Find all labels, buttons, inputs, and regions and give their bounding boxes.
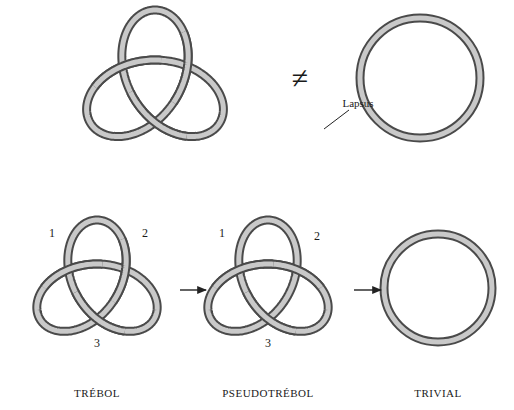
tube-edge (246, 292, 295, 331)
tube-edge (87, 10, 224, 137)
knot-name: TRIVIAL (414, 388, 462, 399)
leader-line (324, 110, 349, 129)
tube-edge (113, 239, 126, 301)
crossing-number: 2 (142, 227, 148, 239)
tube-core (360, 18, 480, 138)
crossing-number: 3 (94, 337, 100, 349)
tube-core (113, 239, 126, 301)
tube-core (208, 220, 328, 331)
tube-edge (384, 234, 492, 342)
knot-name: PSEUDOTRÉBOL (222, 388, 314, 399)
tube-core (95, 60, 161, 87)
not-equal-sign: ≠ (292, 63, 308, 93)
knot (37, 220, 157, 331)
crossing-number: 1 (219, 227, 225, 239)
tube-core (215, 264, 273, 288)
arrow (180, 289, 206, 290)
crossing-number: 2 (314, 230, 320, 242)
knot (208, 220, 328, 331)
tube-core (37, 220, 157, 331)
tube-edge (37, 220, 157, 331)
tube-core (87, 10, 224, 137)
tube-edge (208, 220, 328, 331)
tube-edge (44, 264, 102, 288)
tube-core (246, 292, 295, 331)
tube-edge (215, 264, 273, 288)
crossing-number: 3 (265, 337, 271, 349)
error-label: Lapsus (342, 98, 373, 109)
tube-edge (173, 32, 188, 103)
tube-core (173, 32, 188, 103)
tube-edge (360, 18, 480, 138)
crossing-number: 1 (49, 227, 55, 239)
unknot (384, 234, 492, 342)
tube-core (384, 234, 492, 342)
arrow (354, 289, 381, 290)
knot (87, 10, 224, 137)
unknot (360, 18, 480, 138)
tube-core (44, 264, 102, 288)
tube-edge (95, 60, 161, 87)
knot-name: TRÉBOL (74, 388, 120, 399)
